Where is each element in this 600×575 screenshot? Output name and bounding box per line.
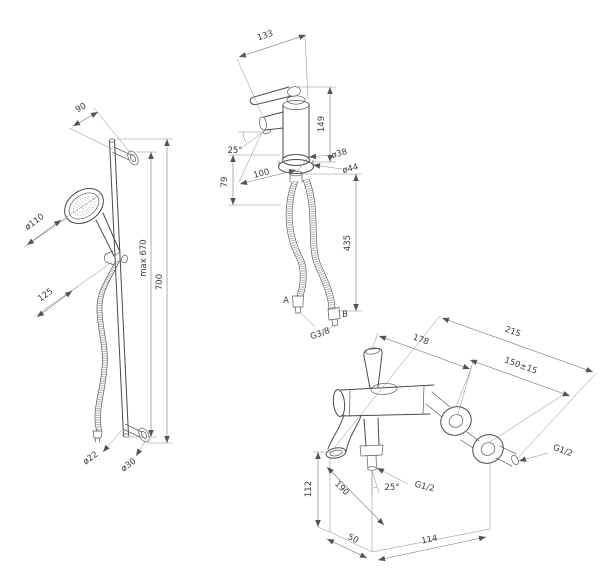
dim-wall-thread: G1/2 [551,443,573,459]
dim-total-height: 149 [317,116,327,132]
tub-spout [325,414,362,459]
spout [263,111,284,118]
dim-spout-angle: 25° [227,146,242,156]
lever-pivot [287,86,301,97]
wall-thread-stub [499,445,517,455]
dim-outlet-offset: 114 [421,533,439,546]
hand-shower-head [64,187,104,225]
dim-rail-diameter: ø22 [81,450,100,468]
basin-mixer-body [249,86,314,183]
rail-top-cap [108,138,116,143]
dim-handle-offset: 125 [36,287,55,305]
bath-mixer-body [332,347,435,417]
dim-body-width: 178 [411,333,430,348]
spout-opening [325,447,347,459]
dim-total-depth: 215 [503,325,522,340]
bath-mixer-drawing: 178 215 150±15 G1/2 112 190 25° G1/2 [304,315,597,562]
shower-outlet [359,417,384,471]
label-hose-b: B [342,310,348,320]
basin-mixer-drawing: 133 149 25° 100 79 ø38 ø44 435 A [220,29,362,342]
outlet-nut [359,444,384,457]
shower-set-drawing: 90 ø110 125 max 670 700 ø22 ø30 [23,101,173,474]
hose-a-fitting [292,295,304,308]
dim-hose-thread: G3/8 [309,326,331,342]
hose-b-fitting [327,307,341,321]
dim-base-diameter: ø38 [330,147,348,161]
dim-base-depth: 100 [252,167,270,181]
hand-shower-handle [95,219,115,257]
hose-connector [92,430,103,439]
hand-shower [64,187,121,257]
dim-max-height: max 670 [139,239,149,276]
holder-knob [121,254,128,264]
label-hose-a: A [283,296,289,306]
slider-holder [103,250,128,266]
dim-depth: 190 [332,479,351,498]
dim-escutcheon-diameter: ø44 [341,162,359,176]
rail-bottom-cap [122,433,130,438]
supply-hose-b [302,178,341,327]
dim-outlet-thread: G1/2 [413,480,435,495]
aerator [262,129,272,134]
bottom-wall-flange [138,427,150,443]
supply-hose-a [285,180,307,314]
top-wall-bracket [112,146,139,166]
dim-flange-diameter: ø30 [119,457,138,475]
dim-outlet-angle: 25° [384,483,399,493]
lever-handle [249,86,292,106]
dim-spout-height: 79 [220,177,230,188]
dim-spout-offset: 50 [346,532,360,546]
dim-hose-length: 435 [343,235,353,251]
spout-end [259,116,267,131]
dim-head-diameter: ø110 [23,212,46,233]
bath-mixer-dimensions: 178 215 150±15 G1/2 112 190 25° G1/2 [304,315,597,562]
shower-hose [92,259,121,443]
dim-total-height: 700 [155,274,165,290]
wall-flange-1 [440,406,472,436]
dim-height: 112 [304,481,314,497]
base-ring [282,154,310,166]
spray-face-dots [72,196,96,216]
wall-flange-2 [472,434,504,464]
shower-rail [108,138,130,438]
body-left-cap [332,389,346,417]
dim-spout-reach: 133 [256,29,275,44]
cartridge-dome [370,383,398,395]
lever-handle [363,347,383,389]
dim-bracket-depth: 90 [74,101,88,115]
wall-connections [425,391,519,467]
